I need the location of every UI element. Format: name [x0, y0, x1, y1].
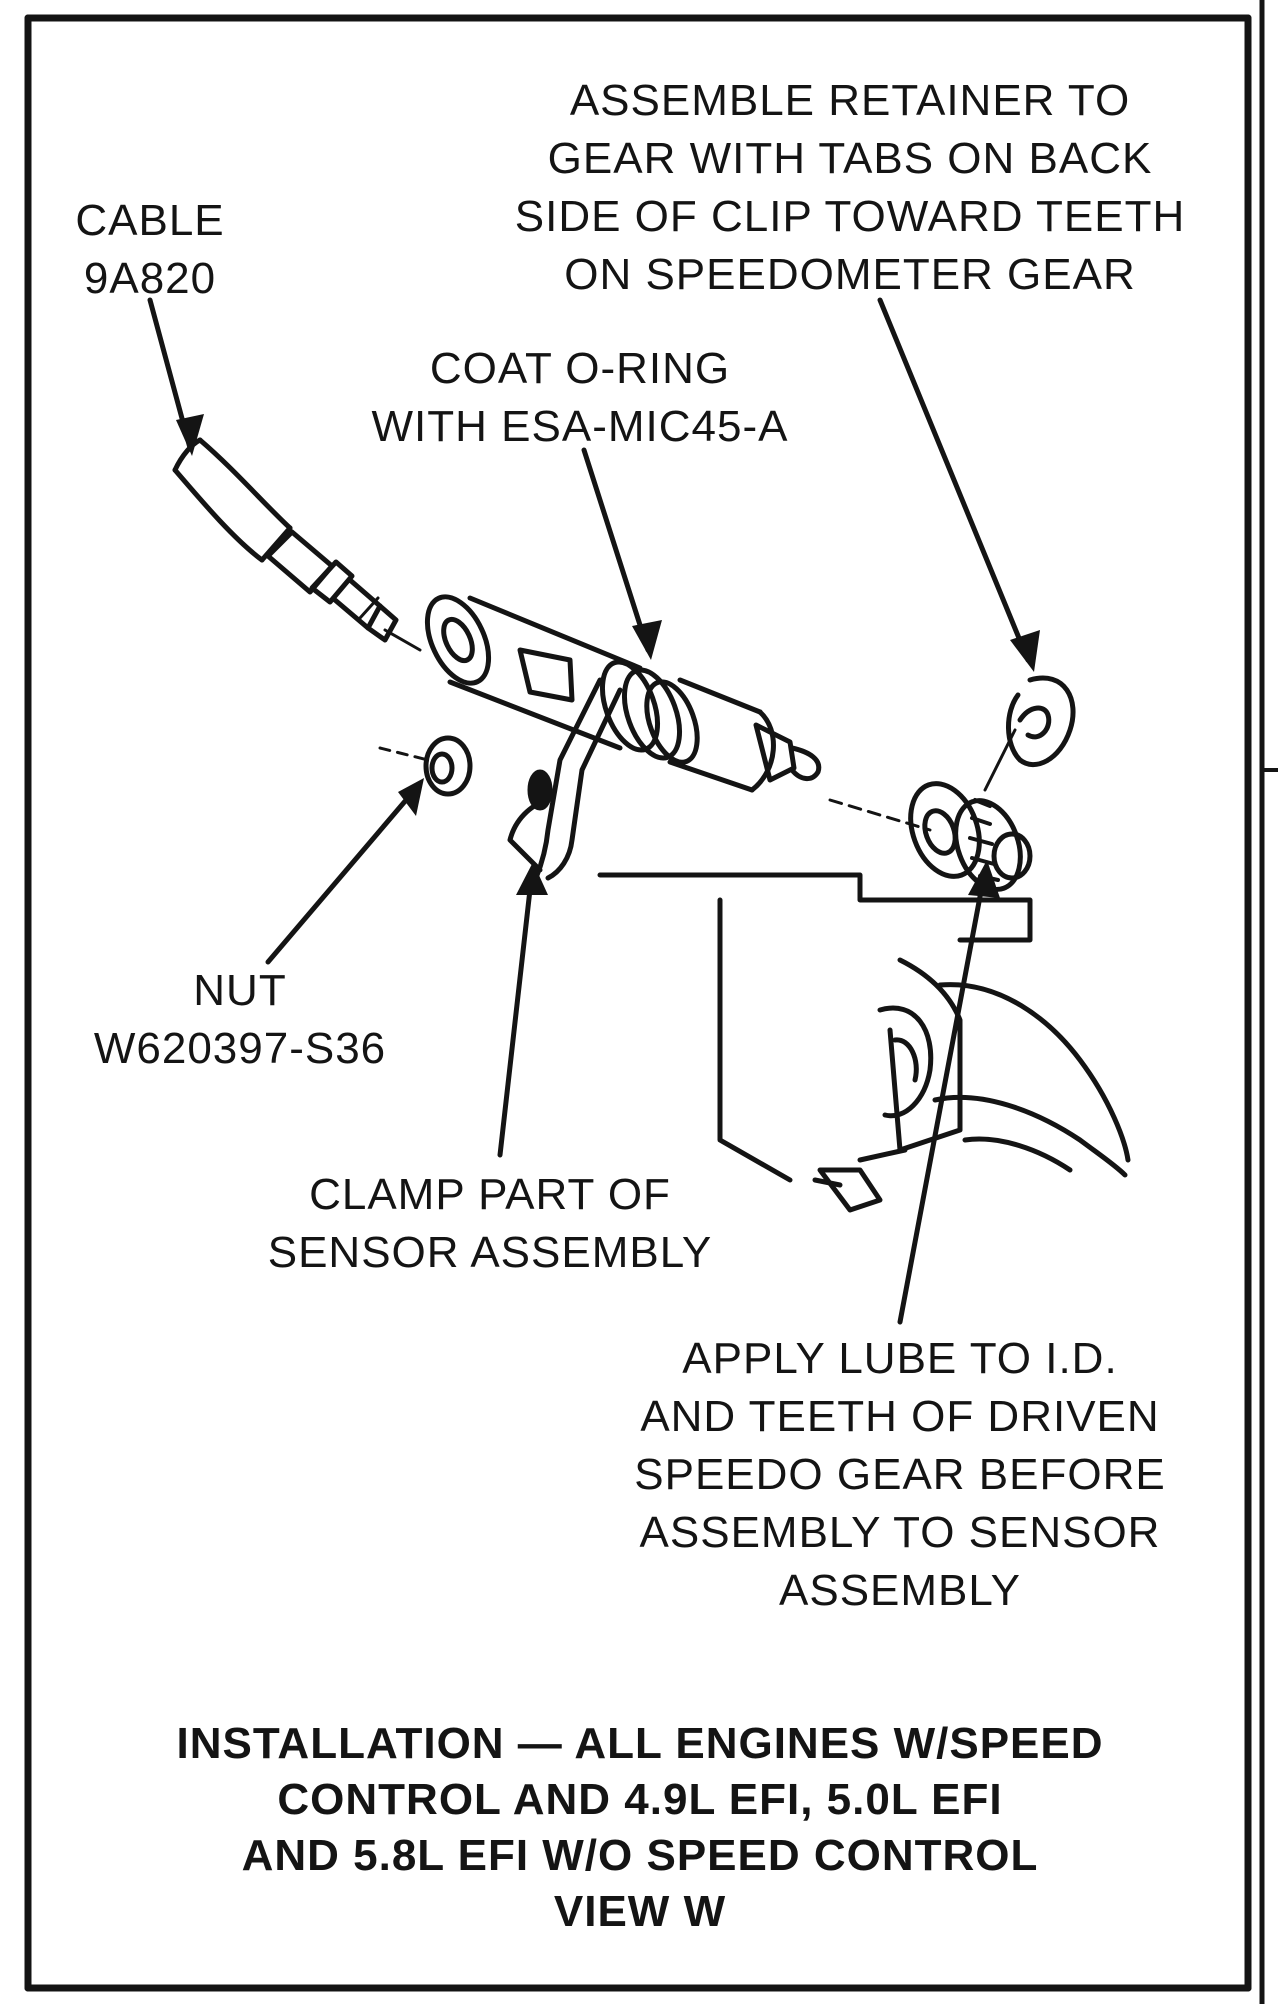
- cable-label: CABLE 9A820: [75, 196, 225, 303]
- retainer-label: ASSEMBLE RETAINER TO GEAR WITH TABS ON B…: [514, 76, 1186, 299]
- oring-leader-arrow: [581, 447, 651, 653]
- retainer-leader-arrow: [877, 297, 1031, 663]
- nut-label: NUT W620397-S36: [93, 966, 387, 1073]
- retainer-clip: [1006, 675, 1076, 768]
- lube-leader-arrow: [897, 867, 988, 1325]
- lube-label: APPLY LUBE TO I.D. AND TEETH OF DRIVEN S…: [634, 1334, 1166, 1615]
- transmission-housing: [597, 872, 1131, 1213]
- speed-sensor-body: [424, 594, 822, 881]
- speedometer-cable: [172, 437, 422, 652]
- arrowheads: [176, 414, 1040, 898]
- driven-speedo-gear: [828, 728, 1033, 892]
- figure-caption: INSTALLATION — ALL ENGINES W/SPEED CONTR…: [176, 1719, 1104, 1936]
- leader-arrows: [147, 297, 1031, 1325]
- oring-label: COAT O-RING WITH ESA-MIC45-A: [371, 344, 789, 451]
- frame-border: [24, 0, 1278, 2004]
- clamp-leader-arrow: [497, 869, 535, 1158]
- nut-part: [378, 735, 473, 797]
- nut-leader-arrow: [265, 783, 421, 965]
- clamp-label: CLAMP PART OF SENSOR ASSEMBLY: [267, 1170, 713, 1277]
